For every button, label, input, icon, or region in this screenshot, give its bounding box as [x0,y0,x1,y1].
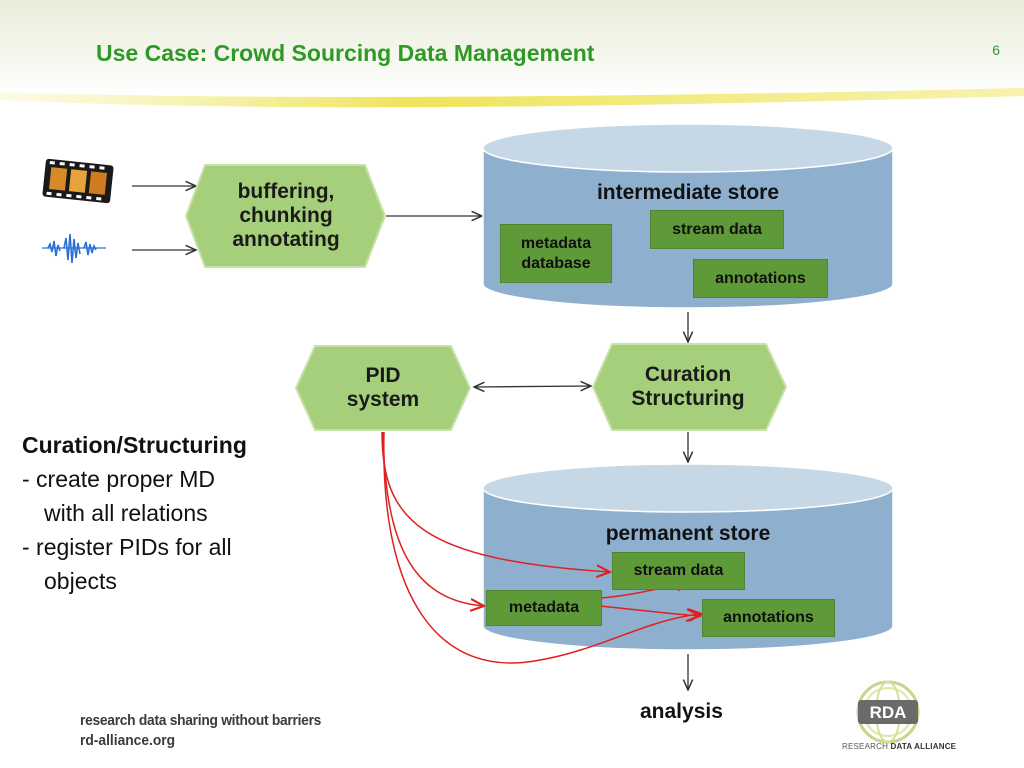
pid-registration-arrows [381,431,702,664]
curation-notes: Curation/Structuring - create proper MD … [22,428,247,598]
curation-hexagon [591,343,788,431]
intermediate-metadata-database-box: metadata database [500,224,612,283]
buffering-label: buffering, chunking annotating [232,179,340,252]
notes-line: - create proper MD [22,466,216,492]
buffering-hexagon [184,164,387,268]
permanent-store-title: permanent store [605,522,771,545]
audio-waveform-icon [42,233,106,264]
slide-title: Use Case: Crowd Sourcing Data Management [96,40,595,66]
intermediate-annotations-box: annotations [693,259,828,298]
arrow-pid-curation [474,386,591,387]
analysis-label: analysis [640,700,723,723]
notes-heading: Curation/Structuring [22,432,247,458]
pid-system-label: PID system [346,363,420,411]
footer-url: rd-alliance.org [80,732,176,749]
header-swoosh [0,88,1024,108]
permanent-metadata-box: metadata [486,590,602,626]
notes-line: - register PIDs for all [22,534,232,560]
intermediate-stream-data-box: stream data [650,210,784,249]
header-band [0,0,1024,95]
page-number: 6 [992,42,1000,58]
intermediate-store-title: intermediate store [596,181,780,204]
rda-logo-caption: RESEARCH DATA ALLIANCE [842,742,956,751]
rda-caption-light: RESEARCH [842,742,889,751]
metadata-to-annotations-arrow [599,605,700,616]
pid-arrow-metadata [382,431,484,606]
notes-line: objects [44,568,117,594]
rda-caption-bold: DATA ALLIANCE [890,742,957,751]
notes-line: with all relations [44,500,208,526]
curation-label: Curation Structuring [631,362,745,410]
rda-logo-text: RDA [869,703,907,722]
film-strip-icon [42,158,114,204]
permanent-stream-data-box: stream data [612,552,745,590]
footer-tagline: research data sharing without barriers [80,712,322,729]
pid-arrow-annotations [383,431,702,664]
rda-logo [856,680,920,744]
pid-hexagon [294,345,472,431]
permanent-annotations-box: annotations [702,599,835,637]
